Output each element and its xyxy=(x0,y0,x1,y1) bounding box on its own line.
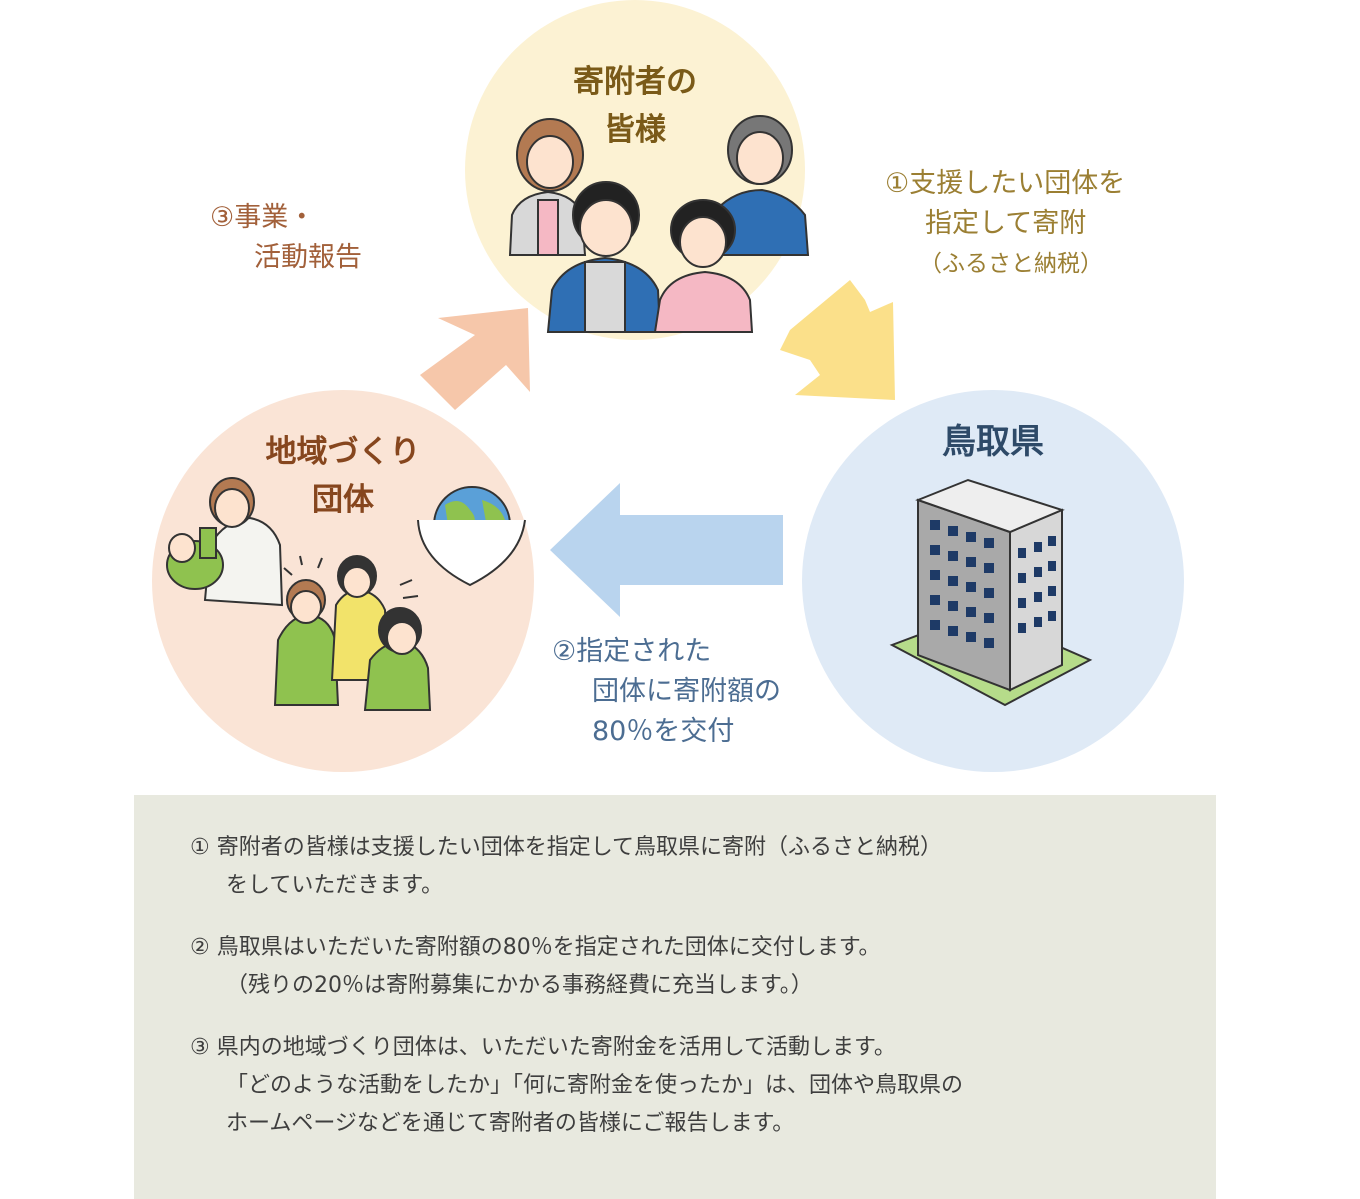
note-item: ① 寄附者の皆様は支援したい団体を指定して鳥取県に寄附（ふるさと納税） をしてい… xyxy=(190,829,942,905)
arrow-report xyxy=(420,308,530,410)
prefectural-office-building-icon xyxy=(889,478,1093,707)
community-group-illustration xyxy=(166,477,526,711)
note1-line1: ① 寄附者の皆様は支援したい団体を指定して鳥取県に寄附（ふるさと納税） xyxy=(190,835,943,860)
arrow-grant xyxy=(550,483,783,617)
step1-label: ①支援したい団体を 指定して寄附 （ふるさと納税） xyxy=(885,164,1125,284)
note3-line1: ③ 県内の地域づくり団体は、いただいた寄附金を活用して活動します。 xyxy=(190,1035,896,1060)
note3-line3: ホームページなどを通じて寄附者の皆様にご報告します。 xyxy=(226,1111,795,1136)
organizations-title-line1: 地域づくり xyxy=(265,434,421,470)
organizations-title: 地域づくり 団体 xyxy=(152,428,534,524)
note3-line2: 「どのような活動をしたか」「何に寄附金を使ったか」は、団体や鳥取県の xyxy=(226,1073,964,1098)
note2-line1: ② 鳥取県はいただいた寄附額の80％を指定された団体に交付します。 xyxy=(190,935,881,960)
step1-line1: ①支援したい団体を xyxy=(885,168,1126,199)
step3-line2: 活動報告 xyxy=(254,242,362,273)
step1-line3: （ふるさと納税） xyxy=(919,251,1103,277)
step3-line1: ③事業・ xyxy=(210,202,316,233)
organizations-title-line2: 団体 xyxy=(312,482,374,518)
prefecture-title-label: 鳥取県 xyxy=(942,422,1044,462)
step2-line2: 団体に寄附額の xyxy=(592,676,781,707)
note1-line2: をしていただきます。 xyxy=(226,873,444,898)
note-item: ② 鳥取県はいただいた寄附額の80％を指定された団体に交付します。 （残りの20… xyxy=(190,929,881,1005)
step2-line1: ②指定された xyxy=(552,636,712,667)
donors-title-line1: 寄附者の xyxy=(573,64,697,100)
donors-title: 寄附者の 皆様 xyxy=(465,58,805,154)
step2-label: ②指定された 団体に寄附額の 80％を交付 xyxy=(552,632,781,752)
arrow-donation xyxy=(780,280,895,400)
note2-line2: （残りの20％は寄附募集にかかる事務経費に充当します。） xyxy=(226,973,813,998)
step2-line3: 80％を交付 xyxy=(592,716,735,747)
step1-line2: 指定して寄附 xyxy=(925,208,1087,239)
diagram-graphics xyxy=(166,115,1093,711)
notes-panel: ① 寄附者の皆様は支援したい団体を指定して鳥取県に寄附（ふるさと納税） をしてい… xyxy=(134,795,1216,1199)
donor-family-illustration xyxy=(508,115,810,333)
step3-label: ③事業・ 活動報告 xyxy=(210,198,362,278)
donors-title-line2: 皆様 xyxy=(604,112,666,148)
prefecture-title: 鳥取県 xyxy=(802,418,1184,466)
note-item: ③ 県内の地域づくり団体は、いただいた寄附金を活用して活動します。 「どのような… xyxy=(190,1029,963,1143)
